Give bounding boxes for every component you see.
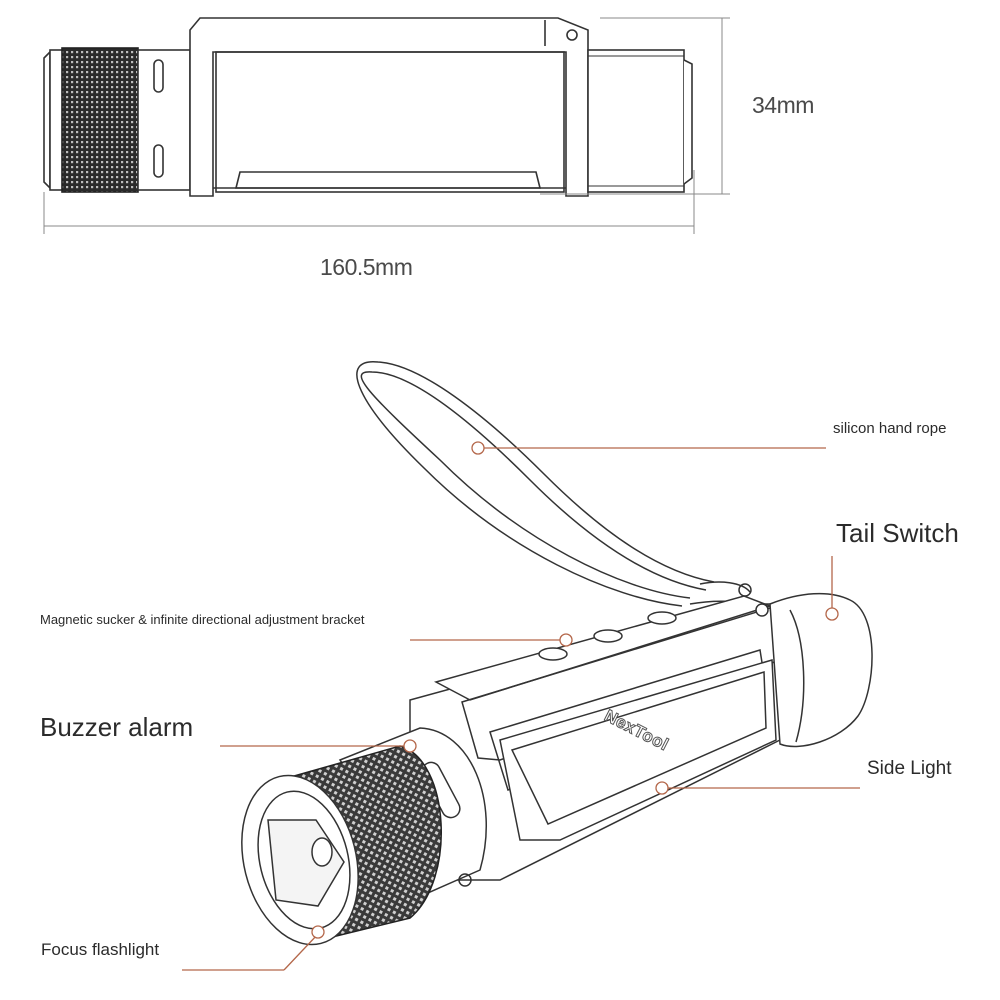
buzzer-alarm-label: Buzzer alarm	[40, 712, 194, 742]
side-view-knurled-ring	[61, 47, 139, 193]
side-light-label: Side Light	[867, 758, 952, 779]
flashlight-body-drawing	[241, 592, 873, 946]
tail-switch-label: Tail Switch	[836, 518, 959, 548]
length-dimension-label: 160.5mm	[320, 254, 413, 280]
hand-rope-label: silicon hand rope	[833, 420, 947, 437]
magnetic-bracket-label: Magnetic sucker & infinite directional a…	[40, 612, 365, 627]
dimension-lines	[43, 17, 730, 234]
side-view-drawing	[43, 17, 693, 197]
callout-lines	[182, 441, 860, 971]
hand-rope-drawing	[356, 361, 757, 607]
focus-flashlight-label: Focus flashlight	[41, 940, 160, 959]
height-dimension-label: 34mm	[752, 92, 814, 118]
